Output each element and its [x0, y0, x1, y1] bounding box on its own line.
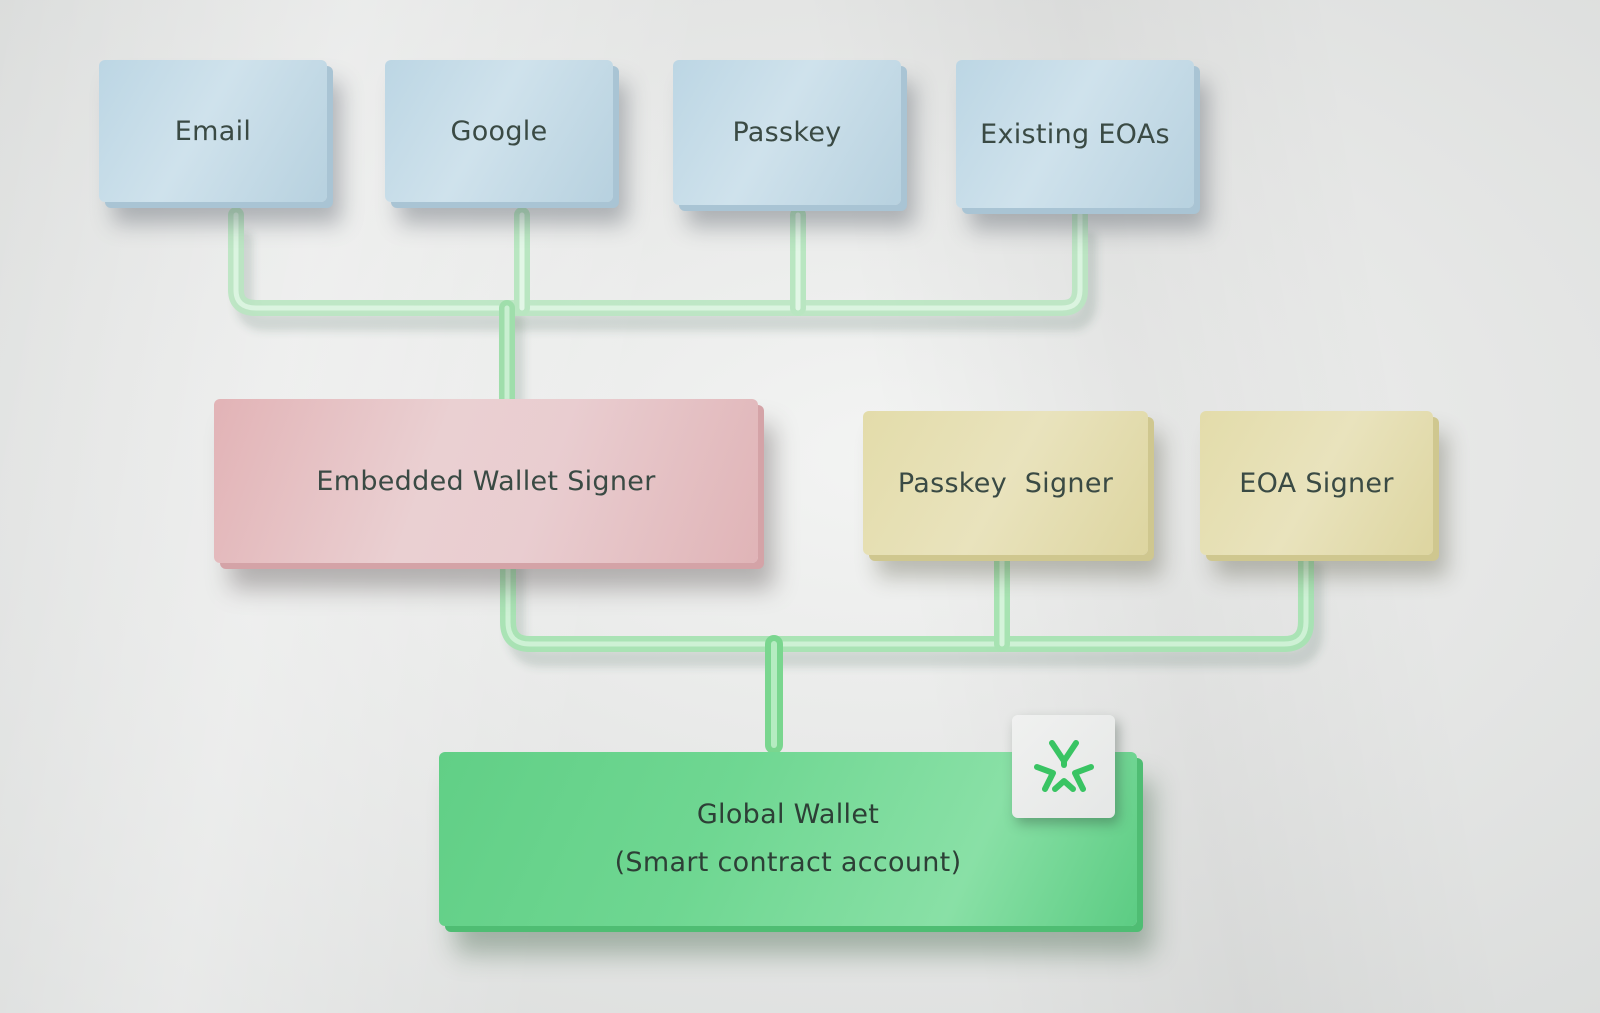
- three-arm-logo-icon: [1033, 739, 1094, 792]
- auth-card-email: Email: [99, 60, 327, 202]
- auth-card-passkey-label: Passkey: [732, 117, 842, 148]
- auth-card-passkey: Passkey: [673, 60, 901, 205]
- auth-card-email-label: Email: [174, 115, 252, 147]
- eoa-signer-label: EOA Signer: [1239, 467, 1394, 499]
- global-wallet-subtitle: (Smart contract account): [614, 847, 962, 878]
- auth-card-google-label: Google: [450, 115, 548, 147]
- embedded-wallet-signer-label: Embedded Wallet Signer: [316, 465, 656, 497]
- auth-card-existing-eoas-label: Existing EOAs: [980, 118, 1170, 150]
- embedded-wallet-signer-card: Embedded Wallet Signer: [214, 399, 758, 563]
- auth-card-existing-eoas: Existing EOAs: [956, 60, 1194, 208]
- top-connector: [228, 207, 1088, 408]
- global-wallet-card: Global Wallet (Smart contract account): [439, 752, 1137, 926]
- passkey-signer-label: Passkey Signer: [897, 467, 1114, 499]
- passkey-signer-card: Passkey Signer: [863, 411, 1148, 555]
- eoa-signer-card: EOA Signer: [1200, 411, 1433, 555]
- logo-badge: [1012, 715, 1115, 818]
- auth-card-google: Google: [385, 60, 613, 202]
- bottom-connector: [500, 537, 1314, 754]
- global-wallet-title: Global Wallet: [696, 799, 880, 830]
